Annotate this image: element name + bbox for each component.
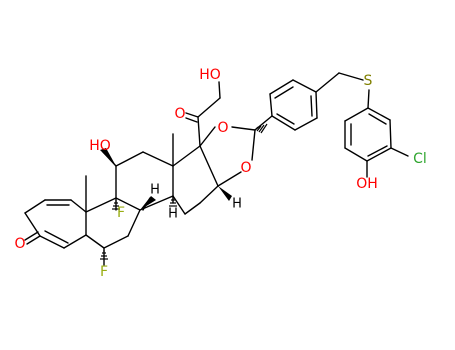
bond [115, 197, 141, 211]
bond [276, 113, 295, 125]
bond [199, 145, 219, 187]
bond [218, 81, 221, 99]
label-chloro: Cl [413, 151, 427, 167]
bond [271, 115, 296, 131]
bond [24, 231, 39, 241]
hashed-bond [112, 200, 120, 210]
label-fluoro-c9: F [117, 205, 125, 221]
bond [294, 117, 318, 131]
label-h-c8: H [150, 183, 160, 198]
label-h-c14: H [168, 207, 178, 222]
bond [172, 145, 201, 167]
bond [344, 147, 368, 162]
bond [315, 91, 318, 119]
bond [103, 235, 129, 249]
label-acetal-o-upper: O [217, 120, 228, 136]
hashed-bond [100, 250, 108, 260]
bond [390, 147, 409, 157]
bond-layer [24, 72, 409, 266]
bond [39, 235, 65, 249]
bond [115, 151, 144, 167]
label-ketone-top: O [174, 106, 185, 122]
bond [269, 79, 294, 95]
bond [172, 195, 186, 215]
bond [389, 119, 392, 149]
bond [139, 195, 174, 211]
bond [367, 145, 388, 157]
bond [127, 209, 141, 237]
bond [251, 129, 256, 161]
bond [199, 185, 219, 204]
label-layer: O HO O O HO F F O S Cl OH H H H [14, 67, 426, 280]
bond [85, 197, 117, 213]
bond [366, 147, 392, 162]
bond [85, 234, 105, 249]
bond [24, 199, 46, 214]
bond [142, 151, 174, 167]
bond [185, 117, 198, 123]
bond [217, 171, 242, 187]
bond [315, 72, 340, 93]
label-phenol-oh: OH [356, 176, 378, 192]
bond [367, 89, 370, 109]
bond [367, 107, 391, 121]
label-fluoro-c6: F [100, 264, 108, 280]
bond [63, 234, 87, 249]
bond [368, 113, 387, 125]
hashed-bond [254, 123, 268, 134]
bond [274, 86, 294, 99]
bond [185, 112, 199, 118]
bond [199, 126, 216, 147]
bond [44, 230, 69, 244]
hashed-bond [169, 197, 177, 207]
bond [269, 93, 273, 117]
bond [70, 199, 87, 213]
label-sulfur: S [364, 73, 373, 89]
bond [231, 126, 256, 131]
wedge-bond [140, 196, 156, 210]
bond [310, 95, 313, 117]
label-hydroxymethyl-oh: HO [199, 67, 221, 83]
wedge-layer [100, 123, 268, 260]
wedge-bond [218, 186, 232, 201]
bond [197, 97, 221, 118]
label-ketone-c3: O [14, 236, 25, 252]
bond [197, 116, 201, 147]
wedge-bond [100, 148, 116, 166]
bond [26, 235, 41, 245]
bond [292, 79, 317, 93]
bond [184, 202, 201, 215]
bond [338, 72, 364, 81]
label-h-c16: H [232, 197, 242, 212]
bond [344, 107, 369, 122]
label-acetal-o-lower: O [240, 160, 251, 176]
label-hydroxy-c11: HO [89, 138, 111, 154]
